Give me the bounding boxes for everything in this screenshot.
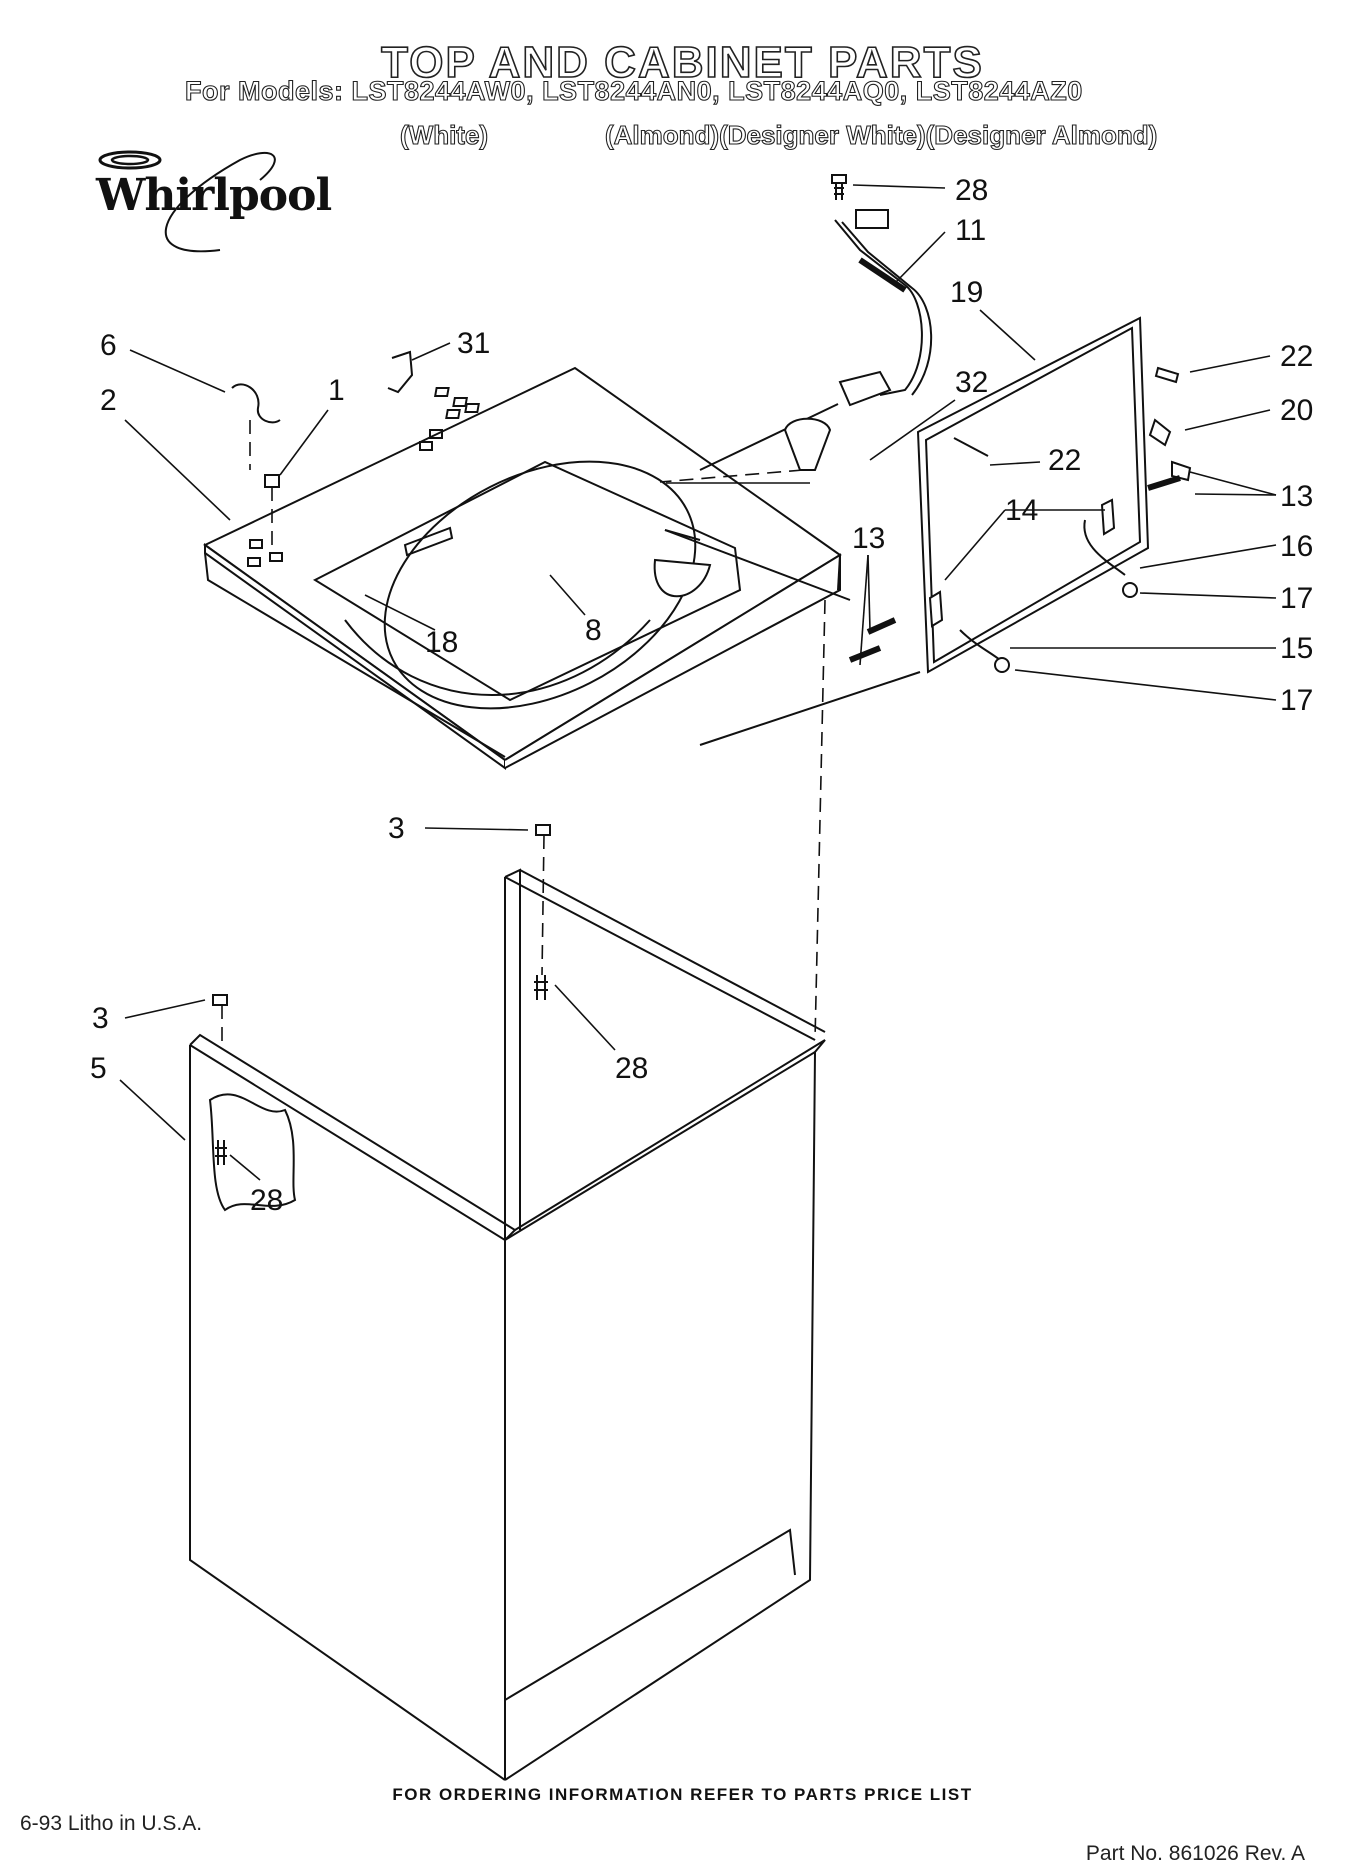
callout-18: 18 [425, 626, 458, 659]
clip-3-left [212, 994, 228, 1006]
callout-17-top: 17 [1280, 582, 1313, 615]
whirlpool-swirl-logo [98, 150, 276, 253]
callout-2: 2 [100, 384, 117, 417]
page-title: TOP AND CABINET PARTS [380, 37, 984, 88]
callout-1: 1 [328, 374, 345, 407]
litho-note: 6-93 Litho in U.S.A. [20, 1812, 203, 1835]
models-line: For Models: LST8244AW0, LST8244AN0, LST8… [184, 75, 1083, 106]
callout-5: 5 [90, 1052, 107, 1085]
callout-14: 14 [1005, 494, 1038, 527]
leader-lines [119, 184, 1277, 1181]
callout-28-cutaway: 28 [250, 1184, 283, 1217]
callout-28-top: 28 [955, 174, 988, 207]
screw-28-top [831, 174, 847, 200]
console-small-parts [848, 366, 1192, 673]
callout-11: 11 [955, 214, 986, 247]
part-number: Part No. 861026 Rev. A [1085, 1842, 1305, 1865]
callout-22-left: 22 [1048, 444, 1081, 477]
pressure-switch-32 [783, 417, 832, 471]
color-variants-label: (Almond)(Designer White)(Designer Almond… [604, 119, 1158, 150]
callout-32: 32 [955, 366, 988, 399]
wire-harness [834, 209, 933, 407]
callout-8: 8 [585, 614, 602, 647]
clip-3-right [535, 824, 551, 836]
callout-16: 16 [1280, 530, 1313, 563]
ordering-note: FOR ORDERING INFORMATION REFER TO PARTS … [392, 1785, 973, 1804]
callout-3-left: 3 [92, 1002, 109, 1035]
callout-13-left: 13 [852, 522, 885, 555]
clip-1 [264, 474, 280, 488]
cabinet [189, 868, 826, 1781]
color-white-label: (White) [399, 119, 489, 150]
callout-22-right: 22 [1280, 340, 1313, 373]
clip-6 [231, 383, 281, 424]
callout-17-bottom: 17 [1280, 684, 1313, 717]
assembly-lines [221, 420, 826, 1045]
callout-6: 6 [100, 329, 117, 362]
top-panel [203, 366, 851, 770]
callout-31: 31 [457, 327, 490, 360]
callout-28-middle: 28 [615, 1052, 648, 1085]
callout-15: 15 [1280, 632, 1313, 665]
callout-20: 20 [1280, 394, 1313, 427]
whirlpool-logo-text: Whirlpool [96, 170, 332, 221]
screw-28-middle [534, 975, 548, 1000]
callout-13-right: 13 [1280, 480, 1313, 513]
console-panel [664, 316, 1150, 746]
callout-3-right: 3 [388, 812, 405, 845]
bracket-31 [387, 350, 414, 394]
callout-19: 19 [950, 276, 983, 309]
